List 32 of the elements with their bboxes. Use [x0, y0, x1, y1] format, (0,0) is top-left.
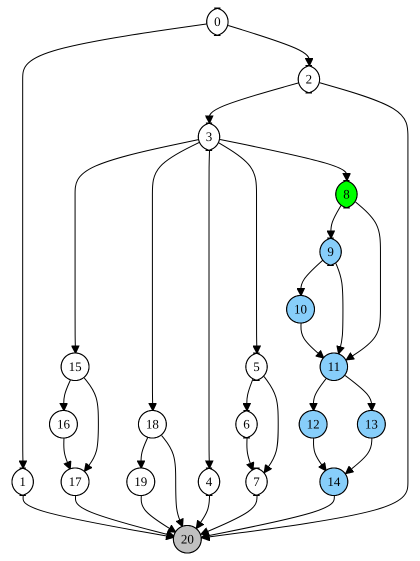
arrow — [84, 378, 99, 472]
arrow — [136, 437, 148, 469]
arrow — [148, 142, 200, 412]
arrow — [220, 138, 352, 182]
arrow — [344, 375, 376, 412]
arrow — [313, 438, 327, 472]
arrow — [140, 496, 176, 533]
arrow — [326, 204, 342, 239]
arrow — [196, 496, 210, 530]
arrow — [345, 438, 372, 474]
arrow — [200, 496, 258, 536]
arrow — [18, 23, 208, 469]
arrow — [218, 142, 262, 354]
arrow — [70, 139, 200, 354]
arrow — [228, 25, 314, 66]
arrow — [242, 378, 254, 412]
arrow — [264, 376, 279, 474]
arrow — [22, 496, 175, 540]
arrow — [246, 438, 254, 471]
arrow — [59, 380, 71, 412]
arrow — [204, 150, 214, 469]
arrow — [300, 323, 324, 359]
arrow — [63, 438, 72, 470]
arrow — [201, 82, 408, 542]
arrow — [346, 202, 381, 360]
arrow — [309, 378, 327, 412]
arrow — [75, 496, 175, 539]
arrow — [296, 260, 324, 296]
arrow — [161, 435, 184, 528]
arrow — [335, 263, 345, 355]
arrow — [204, 82, 300, 124]
arrow — [201, 496, 335, 540]
